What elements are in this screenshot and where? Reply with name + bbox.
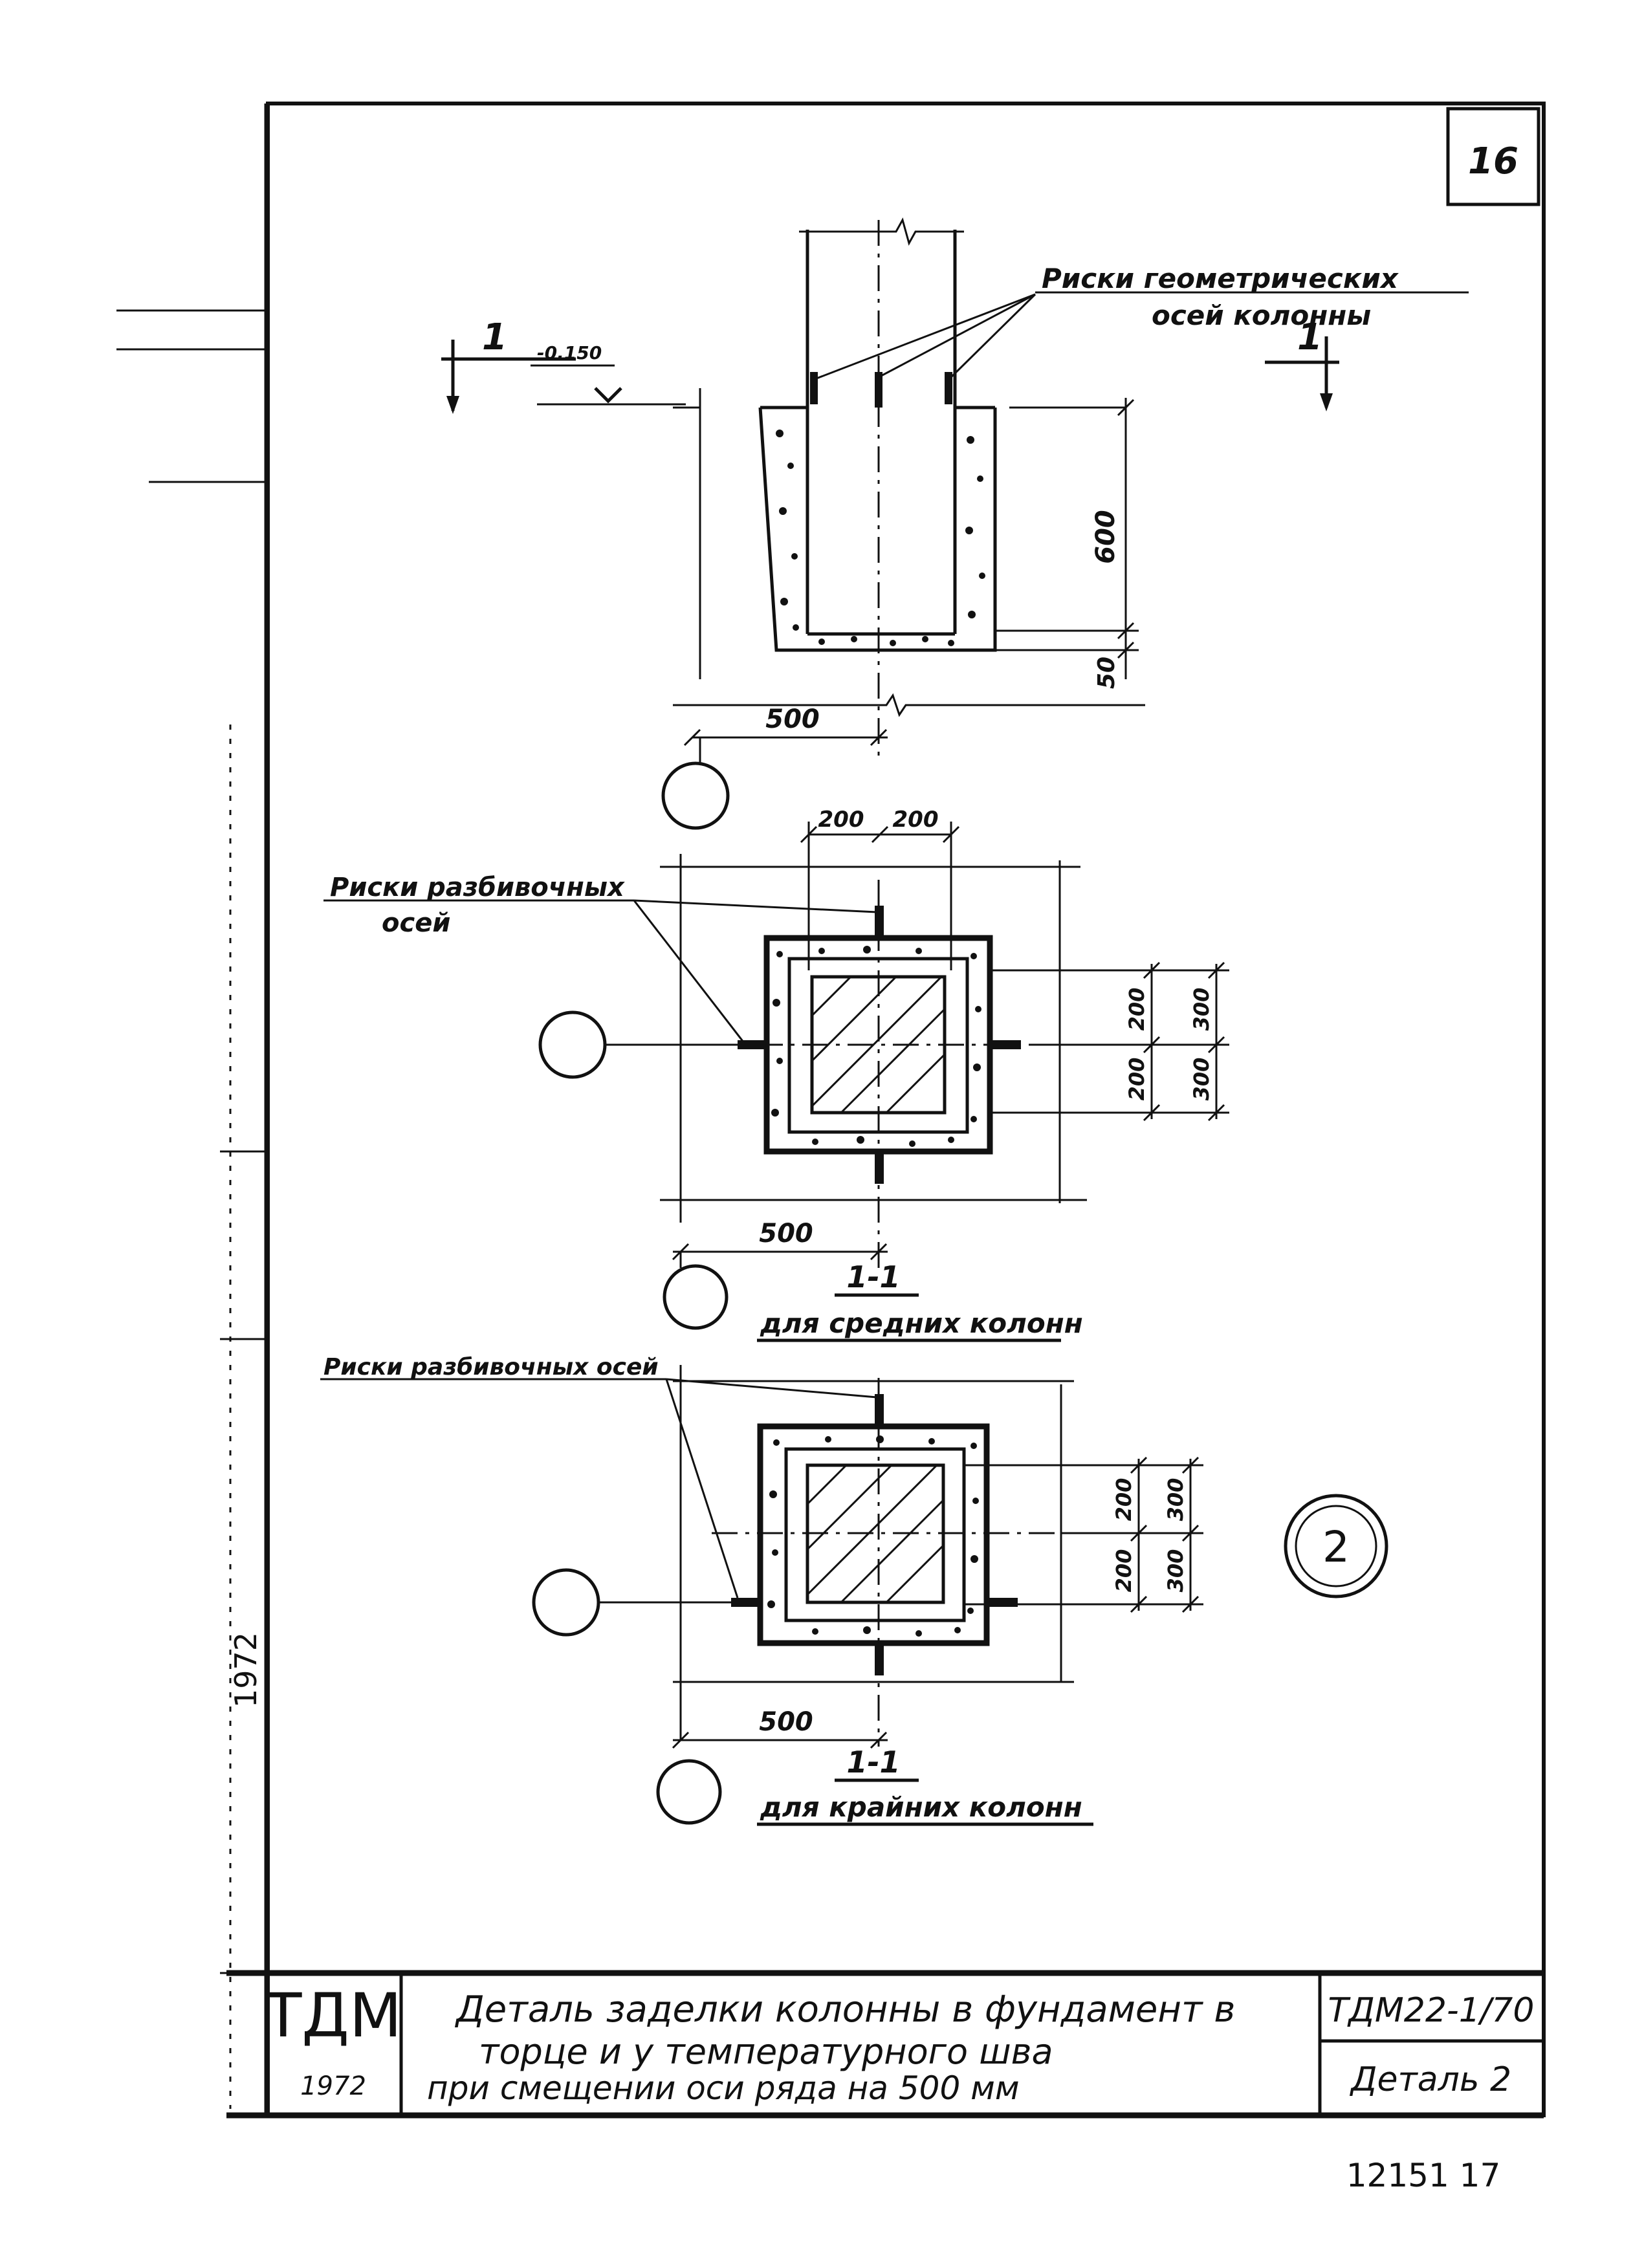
- plan-edge-columns: 200 200 300 300 500 Риски разбивочных ос…: [320, 1354, 1388, 1826]
- axis-marker: [663, 1264, 729, 1330]
- title-logo: ТДМ: [264, 1981, 402, 2051]
- dim-300-right-b: 300: [1189, 1058, 1214, 1101]
- axis-marker: [538, 1010, 607, 1079]
- axis-marker: [661, 761, 730, 830]
- title-line-1: Деталь заделки колонны в фундамент в: [454, 1989, 1235, 2031]
- dim-200-top-right: 200: [893, 807, 939, 833]
- level-mark: -0.150: [537, 342, 602, 364]
- axis-marker: [656, 1759, 722, 1825]
- plan-middle-section-title: 1-1: [846, 1259, 900, 1294]
- plan-edge-dim-500: 500: [759, 1707, 813, 1737]
- title-detail: Деталь 2: [1350, 2060, 1511, 2099]
- detail-number: 2: [1322, 1522, 1350, 1572]
- side-stamp-strip: 1972: [116, 309, 265, 2109]
- plan-middle-columns: 200 200 200 200 300 300 500 Риски разбив…: [323, 807, 1229, 1342]
- sheet-number-box: [1446, 107, 1540, 206]
- title-code: ТДМ22-1/70: [1328, 1991, 1535, 2030]
- edge-dim-300-a: 300: [1163, 1478, 1188, 1521]
- plan-edge-section-title: 1-1: [846, 1745, 900, 1780]
- dim-200-right-a: 200: [1124, 988, 1149, 1031]
- dim-50: 50: [1093, 657, 1120, 689]
- section-view: 600 50 500 1 -0.150 1 Риски геометрическ…: [441, 217, 1469, 830]
- edge-dim-200-b: 200: [1112, 1549, 1136, 1593]
- section-dim-500: 500: [765, 704, 820, 734]
- axis-marker: [532, 1568, 600, 1637]
- label-layout-axes-1: Риски разбивочных: [330, 873, 625, 902]
- dim-600: 600: [1091, 510, 1121, 564]
- title-block: ТДМ 1972 Деталь заделки колонны в фундам…: [226, 1970, 1544, 2119]
- sheet-number: 16: [1468, 140, 1518, 182]
- dim-200-right-b: 200: [1124, 1058, 1149, 1101]
- title-line-3: при смещении оси ряда на 500 мм: [427, 2069, 1020, 2107]
- dim-300-right-a: 300: [1189, 988, 1214, 1031]
- title-line-2: торце и у температурного шва: [479, 2031, 1053, 2072]
- plan-middle-dim-500: 500: [759, 1219, 813, 1248]
- section-mark-left: 1: [482, 316, 507, 358]
- dim-200-top-left: 200: [818, 807, 864, 833]
- archive-number: 12151 17: [1346, 2157, 1501, 2194]
- plan-middle-caption: для средних колонн: [760, 1307, 1083, 1339]
- side-year: 1972: [228, 1632, 263, 1708]
- detail-number-circle: [1284, 1494, 1388, 1598]
- label-geometric-axes-2: осей колонны: [1152, 300, 1371, 331]
- edge-dim-300-b: 300: [1163, 1549, 1188, 1593]
- section-mark-right: 1: [1297, 316, 1322, 358]
- label-geometric-axes-1: Риски геометрических: [1042, 263, 1399, 294]
- plan-edge-caption: для крайних колонн: [760, 1791, 1082, 1823]
- title-year: 1972: [300, 2071, 366, 2101]
- label-layout-axes-2: осей: [382, 908, 450, 938]
- edge-dim-200-a: 200: [1112, 1478, 1136, 1521]
- label-layout-axes-edge: Риски разбивочных осей: [323, 1354, 659, 1380]
